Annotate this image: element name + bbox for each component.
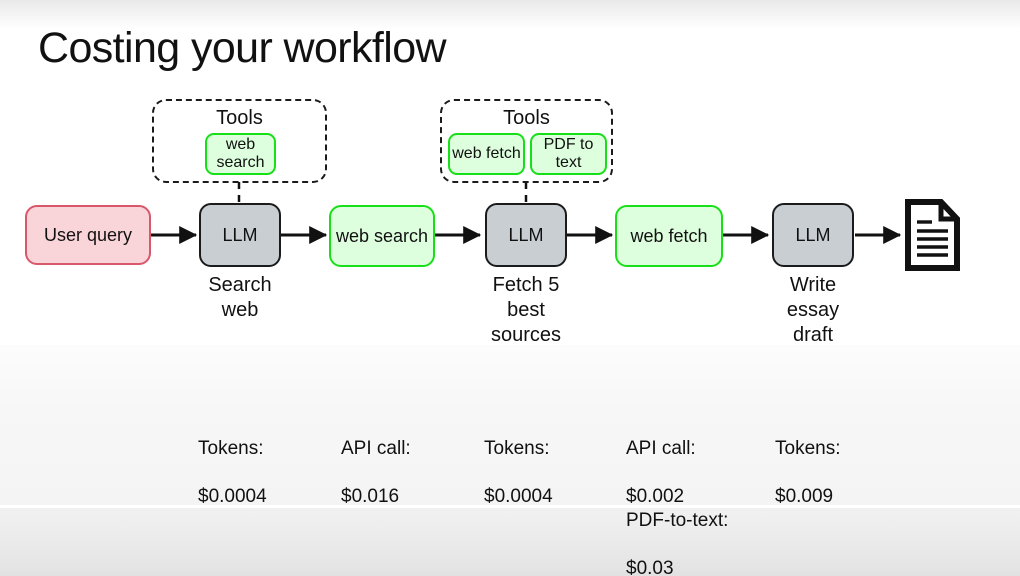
page-title: Costing your workflow bbox=[38, 24, 447, 72]
caption-llm-1: Search web bbox=[208, 274, 272, 321]
background-band-bottom bbox=[0, 508, 1020, 576]
tool-chip-pdf-to-text[interactable]: PDF to text bbox=[530, 133, 607, 175]
cost-label-1: Tokens: bbox=[198, 438, 264, 460]
background-band-middle bbox=[0, 345, 1020, 505]
cost-value-1: $0.0004 bbox=[198, 486, 267, 508]
cost-column-4-extra: PDF-to-text: $0.03 bbox=[626, 485, 728, 576]
cost-label-2: API call: bbox=[341, 438, 411, 460]
cost-column-3: Tokens: $0.0004 bbox=[484, 413, 553, 534]
cost-value-2: $0.016 bbox=[341, 486, 400, 508]
cost-extra-value-4: $0.03 bbox=[626, 558, 674, 576]
tools-group-1-title: Tools bbox=[216, 107, 263, 129]
flow-node-user-query[interactable]: User query bbox=[25, 205, 151, 265]
caption-llm-2: Fetch 5 best sources bbox=[490, 274, 562, 346]
tools-group-2-title: Tools bbox=[503, 107, 550, 129]
tool-chip-web-search[interactable]: web search bbox=[205, 133, 276, 175]
cost-label-4: API call: bbox=[626, 438, 696, 460]
tool-chip-web-fetch[interactable]: web fetch bbox=[448, 133, 525, 175]
cost-column-4: API call: $0.002 bbox=[626, 413, 696, 534]
cost-label-5: Tokens: bbox=[775, 438, 841, 460]
cost-column-2: API call: $0.016 bbox=[341, 413, 411, 534]
flow-node-llm-2[interactable]: LLM bbox=[485, 203, 567, 267]
flow-node-web-fetch[interactable]: web fetch bbox=[615, 205, 723, 267]
caption-llm-3: Write essay draft bbox=[786, 274, 840, 346]
document-icon bbox=[905, 199, 960, 271]
tools-group-2: Tools web fetch PDF to text bbox=[440, 99, 613, 183]
cost-label-3: Tokens: bbox=[484, 438, 550, 460]
flow-node-web-search[interactable]: web search bbox=[329, 205, 435, 267]
background-hairline bbox=[0, 505, 1020, 508]
tools-group-1: Tools web search bbox=[152, 99, 327, 183]
cost-value-4: $0.002 bbox=[626, 486, 685, 508]
cost-column-1: Tokens: $0.0004 bbox=[198, 413, 267, 534]
flow-node-llm-1[interactable]: LLM bbox=[199, 203, 281, 267]
flow-node-llm-3[interactable]: LLM bbox=[772, 203, 854, 267]
cost-value-3: $0.0004 bbox=[484, 486, 553, 508]
cost-column-5: Tokens: $0.009 bbox=[775, 413, 840, 534]
cost-value-5: $0.009 bbox=[775, 486, 834, 508]
cost-extra-label-4: PDF-to-text: bbox=[626, 510, 729, 532]
background-band-top bbox=[0, 0, 1020, 30]
